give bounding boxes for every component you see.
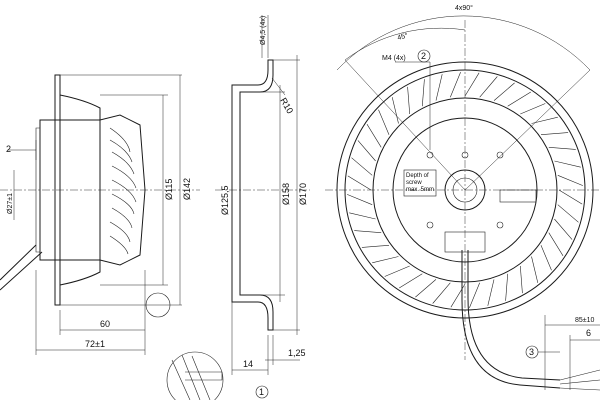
impeller-blade	[469, 282, 480, 309]
impeller-blade	[487, 279, 495, 306]
impeller-blade	[557, 204, 579, 223]
impeller-blade	[399, 273, 423, 289]
callout-3-label: 3	[529, 347, 534, 357]
impeller-blade	[346, 194, 373, 205]
dim-125-label: 1,25	[288, 348, 306, 358]
impeller-blade	[554, 218, 573, 240]
impeller-blade	[384, 265, 410, 277]
impeller-blade	[520, 103, 546, 115]
impeller-blade	[432, 282, 451, 304]
impeller-blade	[349, 212, 376, 220]
impeller-blade	[540, 132, 569, 135]
dim-d115-label: Ø115	[164, 179, 174, 200]
dim-r10-label: R10	[278, 96, 295, 115]
impeller-blade	[520, 265, 523, 294]
impeller-blade	[357, 140, 376, 162]
dim-d1255-label: Ø125,5	[220, 185, 230, 215]
impeller-blade	[366, 124, 382, 148]
depth-note-line-2: screw	[406, 180, 422, 186]
dim-2-label: 2	[6, 144, 11, 154]
callout-1-label: 1	[259, 387, 264, 397]
side-view	[0, 74, 224, 400]
impeller-blade	[479, 76, 498, 98]
impeller-blade	[351, 157, 373, 176]
impeller-blade	[372, 256, 399, 264]
impeller-blade	[464, 72, 480, 97]
angle-4x90-label: 4x90°	[455, 4, 473, 12]
impeller-blade	[507, 91, 531, 107]
impeller-blade	[361, 245, 390, 248]
impeller-blade	[531, 116, 558, 124]
depth-note-line-1: Depth of	[406, 173, 429, 179]
angle-45-label: 45°	[396, 31, 408, 42]
impeller-blade	[531, 256, 539, 283]
impeller-blade	[391, 97, 399, 124]
front-view-labels: 4x90° 45° M4 (4x) 2 Depth of screw max. …	[382, 4, 595, 357]
impeller-blade	[407, 86, 410, 115]
side-view-labels: 2 Ø27±1 Ø115 Ø142 60 72±1	[6, 144, 192, 349]
impeller-blade	[347, 175, 372, 191]
impeller-blade	[415, 279, 437, 298]
impeller-blade	[505, 273, 508, 301]
impeller-blade	[493, 82, 515, 101]
dim-d158-label: Ø158	[281, 183, 291, 205]
impeller-blade	[435, 74, 443, 101]
impeller-blade	[450, 283, 466, 308]
dim-d142-label: Ø142	[182, 178, 192, 200]
dim-d45-label: Ø4,5 (4x)	[260, 16, 267, 45]
dim-6-label: 6	[586, 328, 591, 338]
profile-view-labels: Ø4,5 (4x) R10 Ø125,5 Ø158 Ø170 14 1,25 1	[220, 16, 308, 397]
impeller-blade	[354, 230, 382, 233]
impeller-blade	[422, 79, 425, 107]
dim-72-label: 72±1	[85, 339, 105, 349]
m4-label: M4 (4x)	[382, 55, 406, 62]
front-view	[325, 15, 600, 391]
impeller-blade	[548, 147, 576, 150]
impeller-blade	[378, 109, 390, 135]
impeller-blade	[558, 189, 583, 205]
dim-14-label: 14	[243, 359, 253, 369]
callout-2-label: 2	[421, 51, 426, 61]
impeller-blade	[554, 160, 581, 168]
impeller-blade	[557, 175, 584, 186]
impeller-blade	[548, 232, 564, 256]
dim-d170-label: Ø170	[298, 183, 308, 205]
dim-d27-label: Ø27±1	[7, 193, 14, 214]
depth-note-line-3: max. 5mm	[406, 187, 434, 193]
dim-85-label: 85±10	[575, 317, 595, 324]
impeller-blade	[540, 245, 552, 271]
profile-view	[215, 15, 310, 399]
impeller-blade	[450, 71, 461, 98]
dim-60-label: 60	[100, 319, 110, 329]
